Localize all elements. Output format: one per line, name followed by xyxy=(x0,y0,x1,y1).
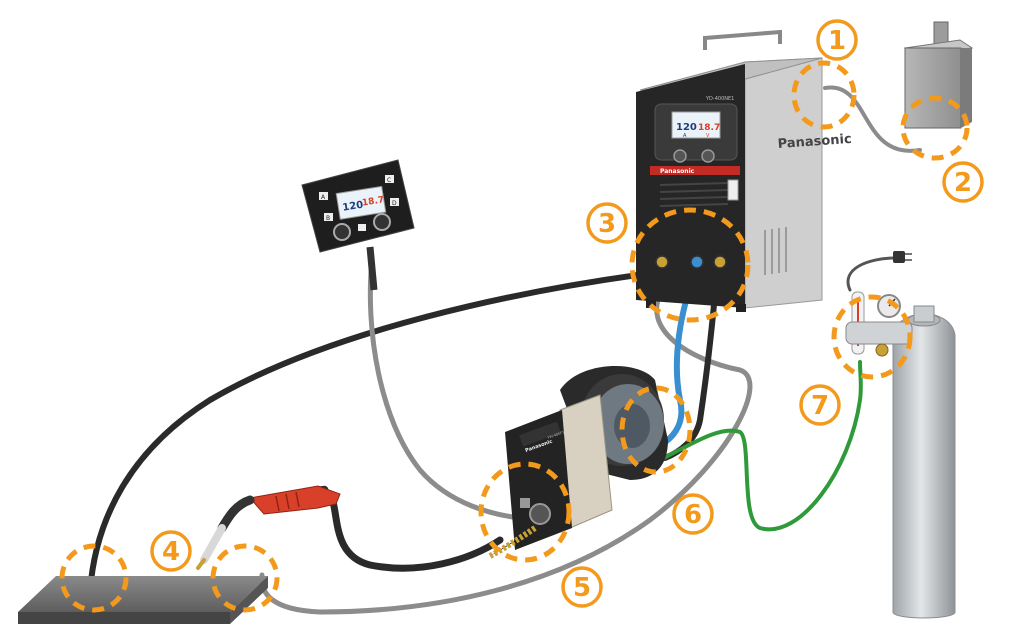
base-metal-cable-gray xyxy=(259,287,753,615)
svg-text:1: 1 xyxy=(828,26,846,56)
svg-text:4: 4 xyxy=(162,537,180,567)
svg-text:5: 5 xyxy=(573,573,591,603)
main-current-readout: 120 xyxy=(676,122,697,133)
remote-center-key[interactable] xyxy=(358,224,366,231)
wire-feeder: Panasonic YW-40EF1 xyxy=(488,366,668,559)
highlight-2 xyxy=(900,95,970,161)
feeder-socket xyxy=(520,498,530,508)
svg-text:3: 3 xyxy=(598,209,616,239)
main-display xyxy=(671,111,721,139)
svg-text:6: 6 xyxy=(684,500,702,530)
marker-7: 7 xyxy=(799,384,841,426)
highlight-3 xyxy=(629,207,751,323)
marker-1: 1 xyxy=(816,19,858,61)
highlight-4a xyxy=(59,543,129,613)
torch-connector xyxy=(529,503,551,525)
front-brand-label: Panasonic xyxy=(660,168,695,175)
remote-cable xyxy=(367,257,523,521)
output-terminal-neg xyxy=(655,255,669,269)
torch-cable-black xyxy=(314,485,504,572)
remote-controller: 120 18.7 A B C D xyxy=(301,159,415,291)
marker-6: 6 xyxy=(672,493,714,535)
workpiece-plate xyxy=(18,576,268,624)
output-terminal-pos xyxy=(713,255,727,269)
gas-supply-box xyxy=(903,21,974,129)
remote-voltage-readout: 18.7 xyxy=(361,195,385,208)
remote-display xyxy=(335,185,387,220)
main-amp-unit: A xyxy=(683,133,687,139)
power-switch[interactable] xyxy=(727,179,739,201)
welding-power-source: Panasonic YD-400NE1 120 18.7 A V Panason… xyxy=(636,29,852,312)
main-voltage-readout: 18.7 xyxy=(698,123,720,133)
voltage-knob[interactable] xyxy=(701,149,715,163)
remote-key-d-label: D xyxy=(392,200,397,207)
welding-torch xyxy=(196,485,341,570)
side-brand-label: Panasonic xyxy=(777,132,852,152)
heater-cord xyxy=(846,256,897,292)
highlight-4b xyxy=(210,543,280,613)
remote-key-c-label: C xyxy=(387,177,391,184)
highlight-1 xyxy=(791,60,857,130)
remote-knob-left[interactable] xyxy=(333,223,351,241)
remote-key-b-label: B xyxy=(326,215,330,222)
cables xyxy=(87,85,922,615)
feeder-model-label: YW-40EF1 xyxy=(547,430,565,440)
highlight-5 xyxy=(478,461,572,563)
supply-line-gray xyxy=(823,85,922,153)
svg-text:2: 2 xyxy=(954,168,972,198)
gas-hose-green xyxy=(658,360,863,532)
highlight-7 xyxy=(831,294,913,380)
gas-cylinder xyxy=(892,305,956,619)
remote-key-c[interactable] xyxy=(385,175,394,183)
remote-key-a[interactable] xyxy=(319,192,328,200)
marker-5: 5 xyxy=(561,566,603,608)
marker-4: 4 xyxy=(150,530,192,572)
model-label: YD-400NE1 xyxy=(705,96,734,102)
highlight-6 xyxy=(619,385,693,475)
marker-3: 3 xyxy=(586,202,628,244)
svg-text:7: 7 xyxy=(811,391,829,421)
remote-knob-right[interactable] xyxy=(373,213,391,231)
remote-current-readout: 120 xyxy=(342,200,364,214)
current-knob[interactable] xyxy=(673,149,687,163)
remote-key-a-label: A xyxy=(321,194,326,201)
control-connector xyxy=(690,255,704,269)
main-volt-unit: V xyxy=(706,133,710,139)
regulator-knob[interactable] xyxy=(875,343,889,357)
remote-key-d[interactable] xyxy=(390,198,399,206)
remote-key-b[interactable] xyxy=(324,213,333,221)
connection-highlights xyxy=(59,60,970,613)
marker-2: 2 xyxy=(942,161,984,203)
ground-cable-black xyxy=(87,269,663,595)
